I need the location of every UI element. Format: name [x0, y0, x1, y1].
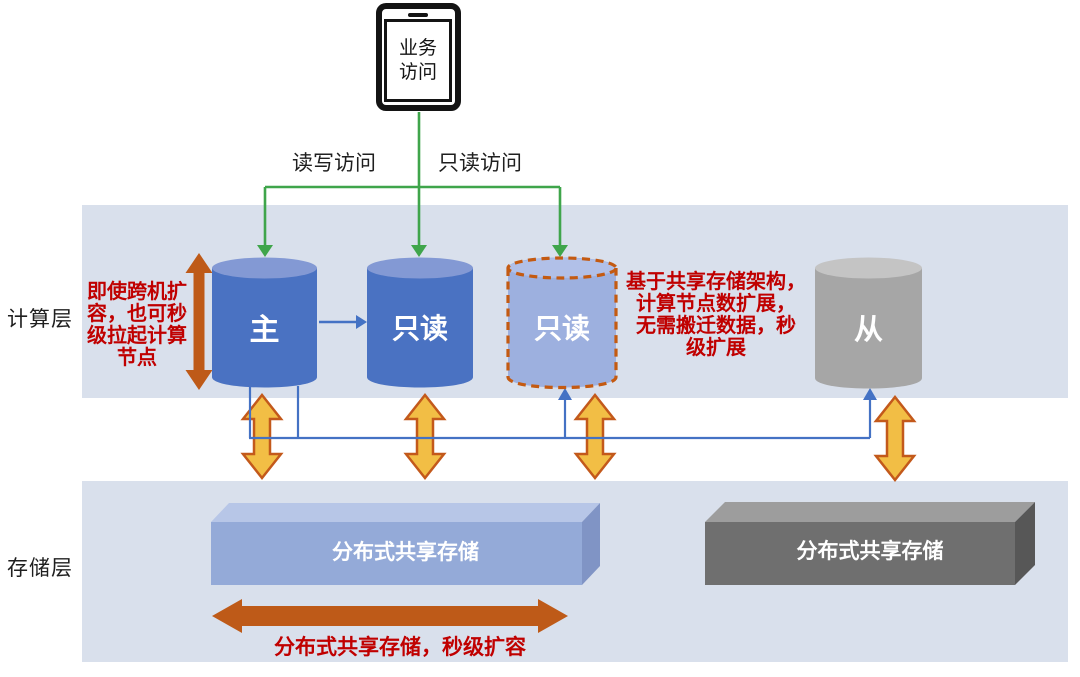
- tablet-icon: 业务 访问: [376, 3, 461, 111]
- compute-scale-arrow: [185, 253, 213, 390]
- compute-scale-annotation: 即使跨机扩 容，也可秒 级拉起计算 节点: [80, 281, 194, 369]
- cylinder-readonly1-top: [367, 257, 473, 279]
- bus-arrowhead-standby: [863, 388, 877, 400]
- storage-box-gray: [705, 502, 1035, 585]
- tablet-camera-dash-icon: [408, 13, 428, 17]
- shared-storage-annotation-line: 级扩展: [686, 337, 746, 359]
- compute-scale-annotation-line: 节点: [117, 347, 157, 369]
- storage-box-gray-front-face: [705, 522, 1015, 585]
- shared-storage-annotation-line: 基于共享存储架构，: [626, 271, 806, 293]
- access-arrowhead-readonly1: [411, 245, 427, 257]
- storage-box-blue-front-face: [211, 522, 582, 585]
- primary-to-readonly-arrow: [319, 315, 367, 329]
- compute-scale-annotation-line: 即使跨机扩: [87, 281, 187, 303]
- standby-node-label: 从: [853, 314, 883, 346]
- device-label-line2: 访问: [398, 61, 437, 83]
- shared-storage-annotation: 基于共享存储架构， 计算节点数扩展， 无需搬迁数据，秒 级扩展: [618, 271, 814, 359]
- shared-storage-annotation-line: 无需搬迁数据，秒: [636, 315, 796, 337]
- cylinder-primary-body: [212, 268, 317, 388]
- cylinder-readonly2-body: [508, 257, 616, 388]
- cylinder-standby-top: [815, 257, 922, 279]
- compute-scale-annotation-line: 级拉起计算: [87, 325, 187, 347]
- io-arrow-standby: [873, 394, 917, 483]
- cylinder-readonly1-body: [367, 268, 473, 388]
- cylinder-primary-top: [212, 257, 317, 279]
- primary-node-label: 主: [249, 314, 280, 347]
- cylinder-standby-body: [815, 268, 922, 389]
- access-arrowheads: [257, 245, 568, 257]
- io-arrow-readonly2: [573, 392, 617, 481]
- readonly1-node-label: 只读: [391, 313, 448, 344]
- storage-box-blue-top-face: [211, 503, 600, 522]
- compute-scale-annotation-line: 容，也可秒: [87, 303, 187, 325]
- replication-bus: [248, 386, 872, 440]
- cylinder-primary: [212, 257, 317, 388]
- read-only-access-label: 只读访问: [438, 152, 522, 175]
- storage-scale-arrow: [212, 599, 568, 633]
- compute-layer-label: 计算层: [7, 308, 73, 331]
- device-label-line1: 业务: [398, 37, 437, 59]
- storage-box-gray-top-face: [705, 502, 1035, 522]
- access-arrowhead-primary: [257, 245, 273, 257]
- io-arrow-primary: [240, 392, 284, 481]
- read-write-access-label: 读写访问: [292, 152, 376, 175]
- tablet-screen: 业务 访问: [384, 19, 452, 102]
- access-connectors: [263, 112, 562, 246]
- shared-storage-annotation-line: 计算节点数扩展，: [636, 293, 796, 315]
- replication-bus-arrowheads: [558, 388, 877, 400]
- compute-storage-io-arrows: [240, 392, 917, 483]
- cylinder-readonly1: [367, 257, 473, 388]
- readonly2-node-label: 只读: [533, 313, 590, 344]
- access-arrowhead-readonly2: [552, 245, 568, 257]
- storage-box-blue: [211, 503, 600, 585]
- storage-box-gray-side-face: [1015, 502, 1035, 585]
- storage-box-blue-side-face: [582, 503, 600, 585]
- cylinder-standby: [815, 257, 922, 389]
- io-arrow-readonly1: [403, 392, 447, 481]
- storage-layer-label: 存储层: [7, 557, 73, 580]
- storage-box-gray-label: 分布式共享存储: [796, 540, 944, 563]
- cylinder-readonly2-dashed-outline: [506, 268, 618, 390]
- storage-scale-annotation: 分布式共享存储，秒级扩容: [274, 636, 526, 659]
- cylinder-readonly2-top: [508, 258, 616, 278]
- cylinder-readonly2-dashed: [506, 256, 618, 390]
- bus-arrowhead-readonly2: [558, 388, 572, 400]
- storage-box-blue-label: 分布式共享存储: [332, 541, 479, 564]
